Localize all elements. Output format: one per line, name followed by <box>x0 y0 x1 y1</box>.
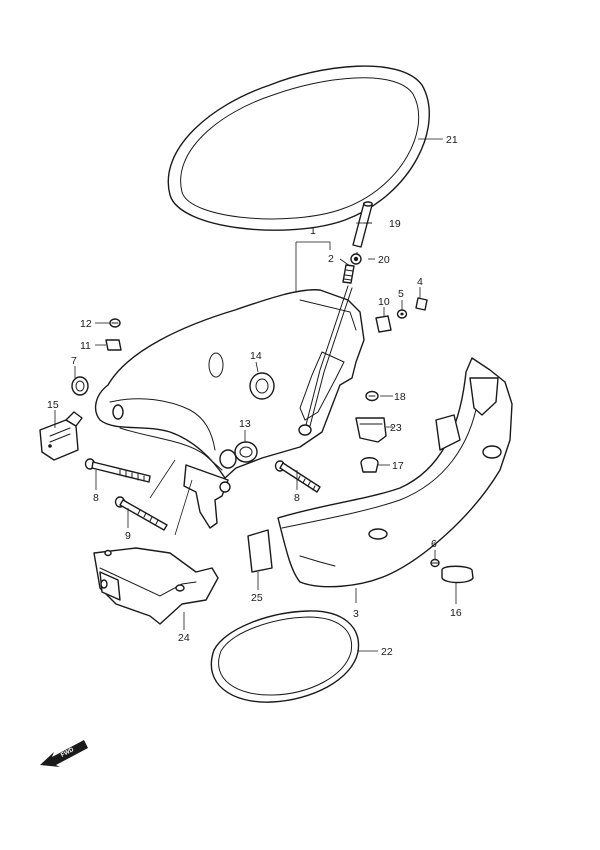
hose-fitting <box>342 264 355 284</box>
callout-labels: 1 2 3 4 5 6 7 8 8 9 10 11 12 13 14 15 16… <box>47 134 462 658</box>
callout-5: 5 <box>398 288 404 300</box>
callout-17: 17 <box>392 460 404 472</box>
callout-11: 11 <box>80 340 91 352</box>
callout-12: 12 <box>80 318 92 330</box>
internal-hose <box>305 285 349 426</box>
side-cover-left <box>94 289 365 529</box>
bolt-8-right <box>274 460 321 493</box>
latch-assembly <box>39 411 83 461</box>
callout-15: 15 <box>47 399 59 411</box>
callout-7: 7 <box>71 355 77 367</box>
callout-25: 25 <box>251 592 263 604</box>
callout-1: 1 <box>310 225 316 237</box>
lower-bracket <box>93 547 219 625</box>
washer-5 <box>396 309 408 319</box>
large-grommet <box>249 372 275 400</box>
callout-2: 2 <box>328 253 334 265</box>
callout-4: 4 <box>417 276 423 288</box>
tube <box>352 201 373 248</box>
callout-20: 20 <box>378 254 390 266</box>
callout-6: 6 <box>431 538 437 550</box>
screw-12 <box>109 318 121 328</box>
callout-18: 18 <box>394 391 406 403</box>
callout-22: 22 <box>381 646 393 658</box>
callout-8-right: 8 <box>294 492 300 504</box>
grommet-17 <box>360 457 379 473</box>
callout-24: 24 <box>178 632 190 644</box>
seal-ring-bottom <box>210 610 360 703</box>
grommet-16 <box>441 565 474 584</box>
grommet-7 <box>71 376 89 396</box>
label-plate <box>247 529 273 573</box>
callout-13: 13 <box>239 418 251 430</box>
callout-14: 14 <box>250 350 262 362</box>
forward-arrow-icon: FWD <box>40 740 88 767</box>
bolt-8-left <box>84 458 151 483</box>
callout-8-left: 8 <box>93 492 99 504</box>
bracket-23 <box>355 417 387 443</box>
callout-16: 16 <box>450 607 462 619</box>
callout-21: 21 <box>446 134 458 146</box>
callout-19: 19 <box>389 218 401 230</box>
callout-9: 9 <box>125 530 131 542</box>
bolt-9 <box>114 496 168 531</box>
small-grommet <box>350 253 362 265</box>
grommet-13 <box>234 441 258 463</box>
callout-10: 10 <box>378 296 390 308</box>
side-cover-right <box>277 357 513 588</box>
clip-nut-11 <box>105 339 122 351</box>
clip-10 <box>375 315 392 333</box>
leader-lines <box>54 138 457 652</box>
seal-ring-top <box>167 65 430 231</box>
bolt-4 <box>415 297 428 311</box>
callout-3: 3 <box>353 608 359 620</box>
screw-6 <box>430 558 440 568</box>
callout-23: 23 <box>390 422 402 434</box>
screw-18 <box>365 390 379 402</box>
